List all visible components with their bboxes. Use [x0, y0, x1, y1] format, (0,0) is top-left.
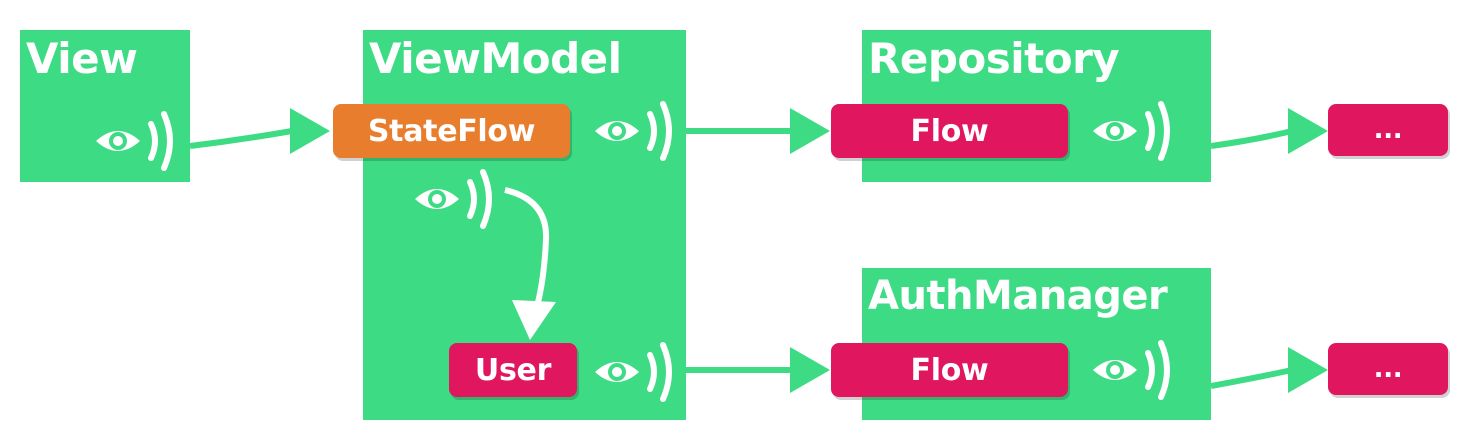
- eye-observe-icon: [1093, 104, 1167, 158]
- eye-observe-icon: [415, 172, 489, 226]
- view-title: View: [26, 34, 138, 83]
- downstream-top-pill: ...: [1328, 104, 1448, 156]
- user-pill: User: [449, 343, 577, 397]
- arrowhead-user-to-authmanager: [790, 347, 830, 393]
- repository-flow-pill: Flow: [831, 104, 1068, 158]
- repository-title: Repository: [868, 34, 1120, 83]
- arrowhead-stateflow-to-user: [512, 300, 556, 340]
- stateflow-pill: StateFlow: [333, 104, 570, 158]
- viewmodel-title: ViewModel: [369, 34, 622, 83]
- downstream-bottom-pill: ...: [1328, 343, 1448, 395]
- arrow-stateflow-to-user: [504, 187, 550, 311]
- arrowhead-repository-to-downstream: [1288, 108, 1328, 154]
- arrowhead-authmanager-to-downstream: [1288, 347, 1328, 393]
- eye-observe-icon: [595, 104, 669, 158]
- eye-observe-icon: [1093, 343, 1167, 397]
- arrow-repository-to-downstream: [1210, 128, 1293, 149]
- arrowhead-view-to-stateflow: [290, 108, 330, 154]
- view-box: View: [20, 30, 190, 182]
- arrow-authmanager-to-downstream: [1210, 367, 1293, 389]
- eye-observe-icon: [96, 114, 170, 168]
- arrow-view-to-stateflow: [189, 128, 293, 149]
- authmanager-flow-pill: Flow: [831, 343, 1068, 397]
- authmanager-title: AuthManager: [868, 273, 1168, 319]
- eye-observe-icon: [595, 345, 669, 399]
- arrowhead-viewmodel-to-repository: [790, 108, 830, 154]
